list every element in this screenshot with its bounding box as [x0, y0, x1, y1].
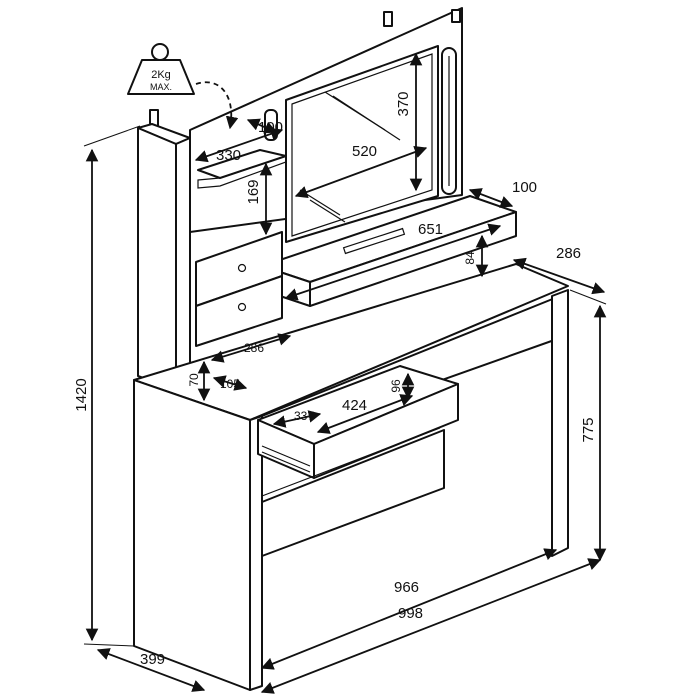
wall-screw	[451, 9, 461, 23]
weight-note-label: MAX.	[150, 82, 172, 92]
dim-top-shelf-depth: 100	[512, 179, 537, 196]
dim-desk-height: 775	[580, 417, 597, 442]
dim-mirror-height: 370	[395, 91, 412, 116]
dim-main-drawer-width: 424	[342, 397, 367, 414]
weight-ring-icon	[151, 43, 169, 61]
dim-total-width-line	[260, 558, 602, 694]
load-arrow	[195, 81, 239, 130]
dim-mirror-width: 520	[352, 143, 377, 160]
dim-main-drawer-depth-line	[272, 410, 322, 428]
dim-main-drawer-depth: 337	[294, 409, 314, 423]
dim-top-shelf-width: 651	[418, 221, 443, 238]
dim-side-shelf-height: 169	[245, 179, 262, 204]
dim-mirror-width-line	[294, 146, 428, 198]
mirror-light-right	[441, 47, 457, 195]
weight-load-label: 2Kg	[151, 69, 171, 81]
dim-desk-depth: 399	[140, 651, 165, 668]
dim-small-drawer-depth-line	[210, 333, 292, 363]
dim-main-drawer-height: 96	[389, 379, 403, 393]
dim-small-drawer-width: 105	[220, 377, 240, 391]
dim-top-shelf-height: 84	[463, 251, 477, 265]
dim-side-depth-line	[512, 257, 606, 295]
max-load-badge: 2Kg MAX.	[127, 43, 239, 130]
dim-side-shelf-width-line	[194, 127, 284, 163]
drawer-knob	[237, 302, 247, 312]
dim-inner-width: 966	[394, 579, 419, 596]
dim-top-shelf-depth-line	[468, 188, 514, 208]
drawer-knob	[237, 263, 247, 273]
dim-main-drawer-width-line	[316, 394, 414, 434]
dim-inner-width-line	[260, 548, 558, 670]
tower-drawer	[195, 275, 283, 347]
dim-total-height: 1420	[73, 378, 90, 411]
dim-small-drawer-depth: 286	[244, 341, 264, 355]
dim-desk-depth-line	[96, 648, 206, 692]
wall-screw	[383, 11, 393, 27]
dim-side-depth: 286	[556, 245, 581, 262]
dim-small-drawer-height: 70	[187, 373, 201, 387]
weight-icon	[127, 59, 195, 95]
dim-top-shelf-width-line	[284, 223, 502, 301]
desk	[133, 263, 569, 691]
dim-small-drawer-width-line	[212, 375, 248, 391]
dim-side-shelf-width: 330	[216, 147, 241, 164]
